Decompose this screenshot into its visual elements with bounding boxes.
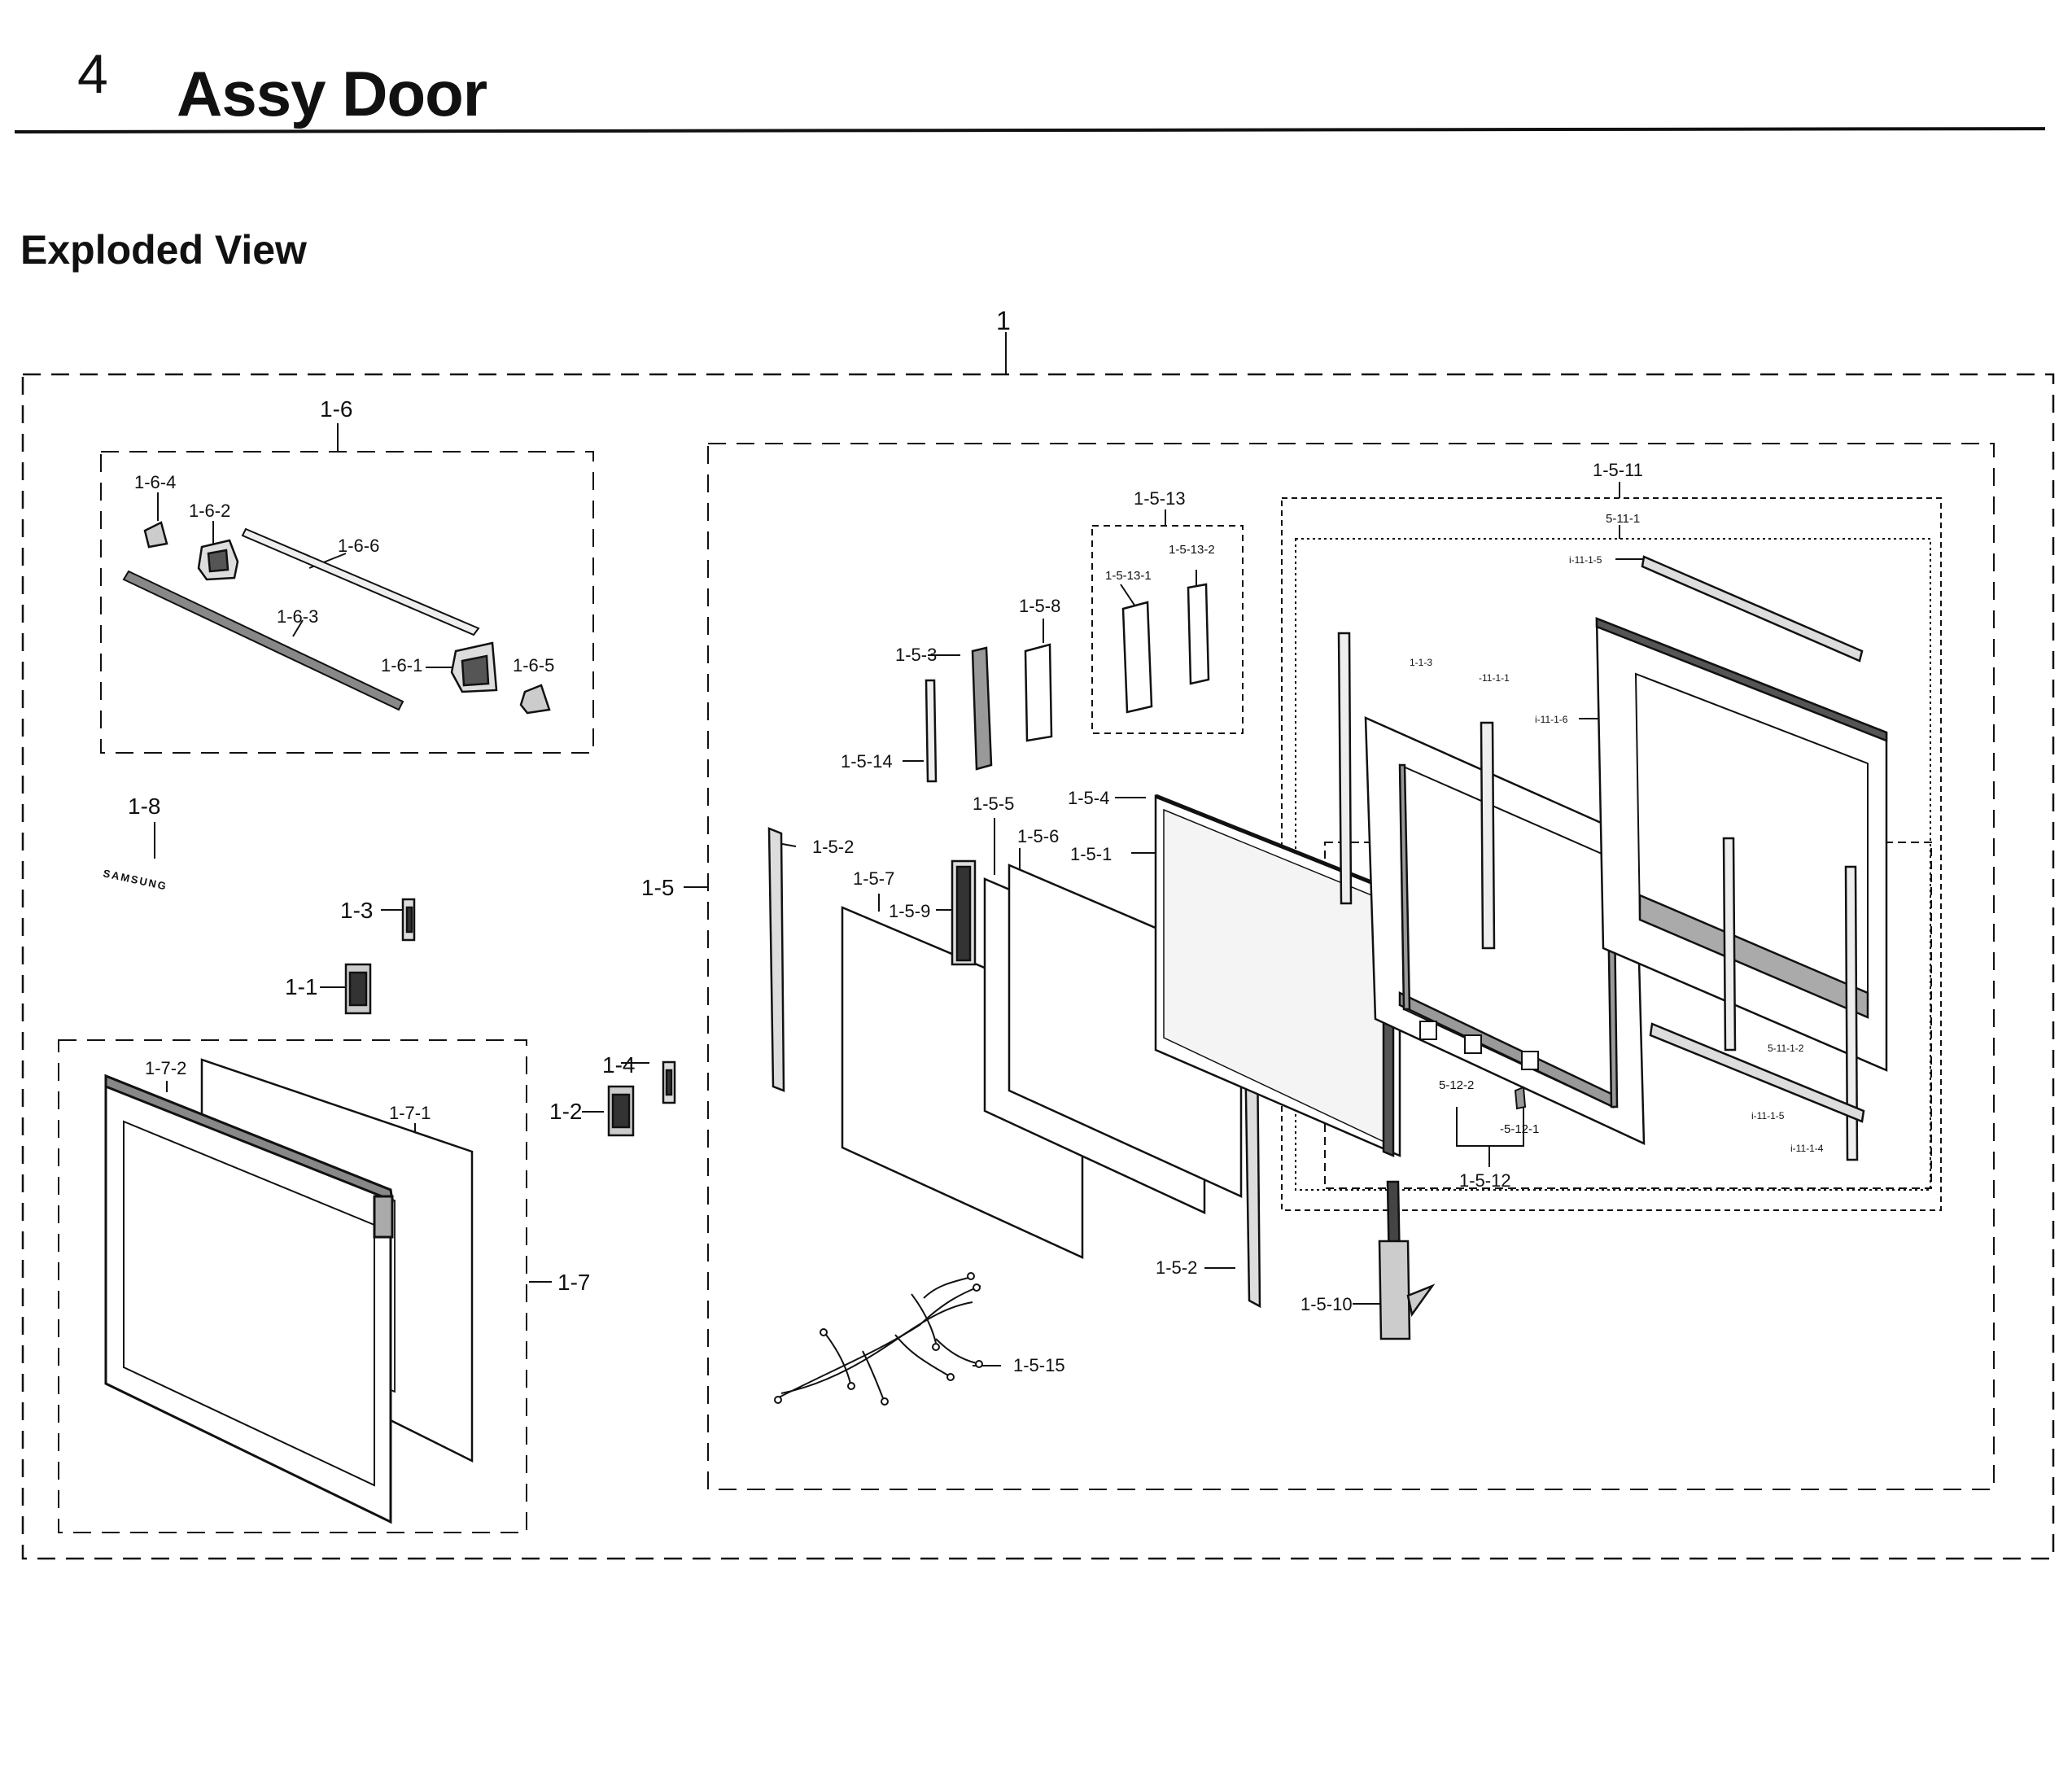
label-i-11-1-6: i-11-1-6 xyxy=(1535,714,1568,725)
label-1-3: 1-3 xyxy=(340,898,373,923)
label-5-12-2: 5-12-2 xyxy=(1439,1078,1474,1092)
label-1-5-13-1: 1-5-13-1 xyxy=(1105,569,1152,583)
part-glass-frame xyxy=(1154,794,1401,1157)
group-box-1-7 xyxy=(58,1039,527,1533)
label-1-5-13-2: 1-5-13-2 xyxy=(1169,543,1215,557)
group-box-1-5-13 xyxy=(1091,525,1244,734)
label-1-6-2: 1-6-2 xyxy=(189,501,230,521)
label-1-5-2-bottom: 1-5-2 xyxy=(1156,1257,1197,1278)
label-1-5-7: 1-5-7 xyxy=(853,868,894,889)
label-1-5-12: 1-5-12 xyxy=(1459,1170,1511,1191)
part-labels: 1 1-6 1-6-4 1-6-2 1-6-6 1-6-3 1-6-1 1-6-… xyxy=(128,306,1824,1375)
part-hinge-left xyxy=(1337,632,1353,905)
label-11-1-1: -11-1-1 xyxy=(1479,672,1510,684)
chapter-number: 4 xyxy=(77,43,108,105)
label-1-5-9: 1-5-9 xyxy=(889,901,930,921)
label-1-5-10: 1-5-10 xyxy=(1300,1294,1353,1314)
label-1-5-8: 1-5-8 xyxy=(1019,596,1060,616)
part-end-cap-right xyxy=(519,684,551,715)
label-1-1-3: 1-1-3 xyxy=(1410,657,1432,668)
part-1-5-10 xyxy=(1378,1180,1436,1340)
part-bracket-right xyxy=(450,641,498,693)
part-1-5-3 xyxy=(971,646,993,771)
part-hinge-right-2 xyxy=(1844,865,1859,1161)
part-side-trim-left xyxy=(767,827,785,1092)
section-title: Exploded View xyxy=(20,227,307,273)
label-1-6-3: 1-6-3 xyxy=(277,606,318,627)
label-1-1: 1-1 xyxy=(285,974,317,999)
label-1-6-6: 1-6-6 xyxy=(338,536,379,556)
label-1-5-2-top: 1-5-2 xyxy=(812,837,854,857)
label-i-11-1-5-top: i-11-1-5 xyxy=(1569,554,1602,566)
label-i-11-1-4: i-11-1-4 xyxy=(1790,1143,1824,1154)
part-inner-door-frame xyxy=(1595,617,1888,1072)
label-i-11-1-5-bottom: i-11-1-5 xyxy=(1751,1110,1785,1122)
label-1-5-4: 1-5-4 xyxy=(1068,788,1109,808)
part-outer-door-frame xyxy=(104,1073,394,1524)
label-1-2: 1-2 xyxy=(549,1099,582,1124)
label-1-5: 1-5 xyxy=(641,875,674,900)
label-1-5-13: 1-5-13 xyxy=(1134,488,1186,509)
part-5-12-2 xyxy=(1419,1021,1539,1070)
part-1-4 xyxy=(662,1060,676,1104)
part-bracket-left xyxy=(197,539,239,581)
group-box-1 xyxy=(21,373,2055,1560)
group-box-1-5 xyxy=(707,443,1995,1490)
label-1-5-5: 1-5-5 xyxy=(973,794,1014,814)
part-1-5-8 xyxy=(1024,643,1053,742)
part-hinge-right-1 xyxy=(1722,837,1737,1052)
label-1-5-3: 1-5-3 xyxy=(895,645,937,665)
part-5-12-1 xyxy=(1514,1086,1527,1110)
group-box-1-6 xyxy=(100,451,594,754)
label-1-5-11: 1-5-11 xyxy=(1593,460,1643,480)
label-1-8: 1-8 xyxy=(128,794,160,819)
label-1-5-15: 1-5-15 xyxy=(1013,1355,1065,1375)
part-rod-upper xyxy=(241,527,480,636)
part-end-cap-left xyxy=(143,521,168,549)
part-1-5-14 xyxy=(925,679,938,783)
part-hinge-center xyxy=(1480,721,1496,950)
label-5-12-1: -5-12-1 xyxy=(1500,1122,1539,1136)
label-1-6-4: 1-6-4 xyxy=(134,472,176,492)
part-1-3 xyxy=(401,898,416,942)
label-1-6-1: 1-6-1 xyxy=(381,655,422,676)
label-1-5-14: 1-5-14 xyxy=(841,751,893,772)
label-1-6-5: 1-6-5 xyxy=(513,655,554,676)
part-bottom-bracket xyxy=(1649,1022,1865,1123)
part-handle-bar xyxy=(122,570,404,711)
part-1-2 xyxy=(607,1085,635,1137)
part-top-bracket xyxy=(1641,555,1864,662)
label-1-5-1: 1-5-1 xyxy=(1070,844,1112,864)
label-1-7-1: 1-7-1 xyxy=(389,1103,431,1123)
label-1-4: 1-4 xyxy=(602,1052,635,1078)
label-1-5-6: 1-5-6 xyxy=(1017,826,1059,846)
label-1-6: 1-6 xyxy=(320,396,352,422)
part-1-5-13-2 xyxy=(1187,583,1210,685)
part-wiring-harness xyxy=(774,1272,983,1406)
part-1-5-9 xyxy=(951,859,977,966)
page-title: Assy Door xyxy=(177,58,487,129)
label-5-11-1-2: 5-11-1-2 xyxy=(1768,1043,1804,1054)
part-1-1 xyxy=(344,963,372,1015)
label-1-7: 1-7 xyxy=(557,1270,590,1295)
label-1: 1 xyxy=(996,306,1011,335)
part-1-5-13-1 xyxy=(1121,601,1153,714)
label-5-11-1: 5-11-1 xyxy=(1606,512,1640,526)
label-1-7-2: 1-7-2 xyxy=(145,1058,186,1078)
samsung-logo: SAMSUNG xyxy=(102,867,168,892)
